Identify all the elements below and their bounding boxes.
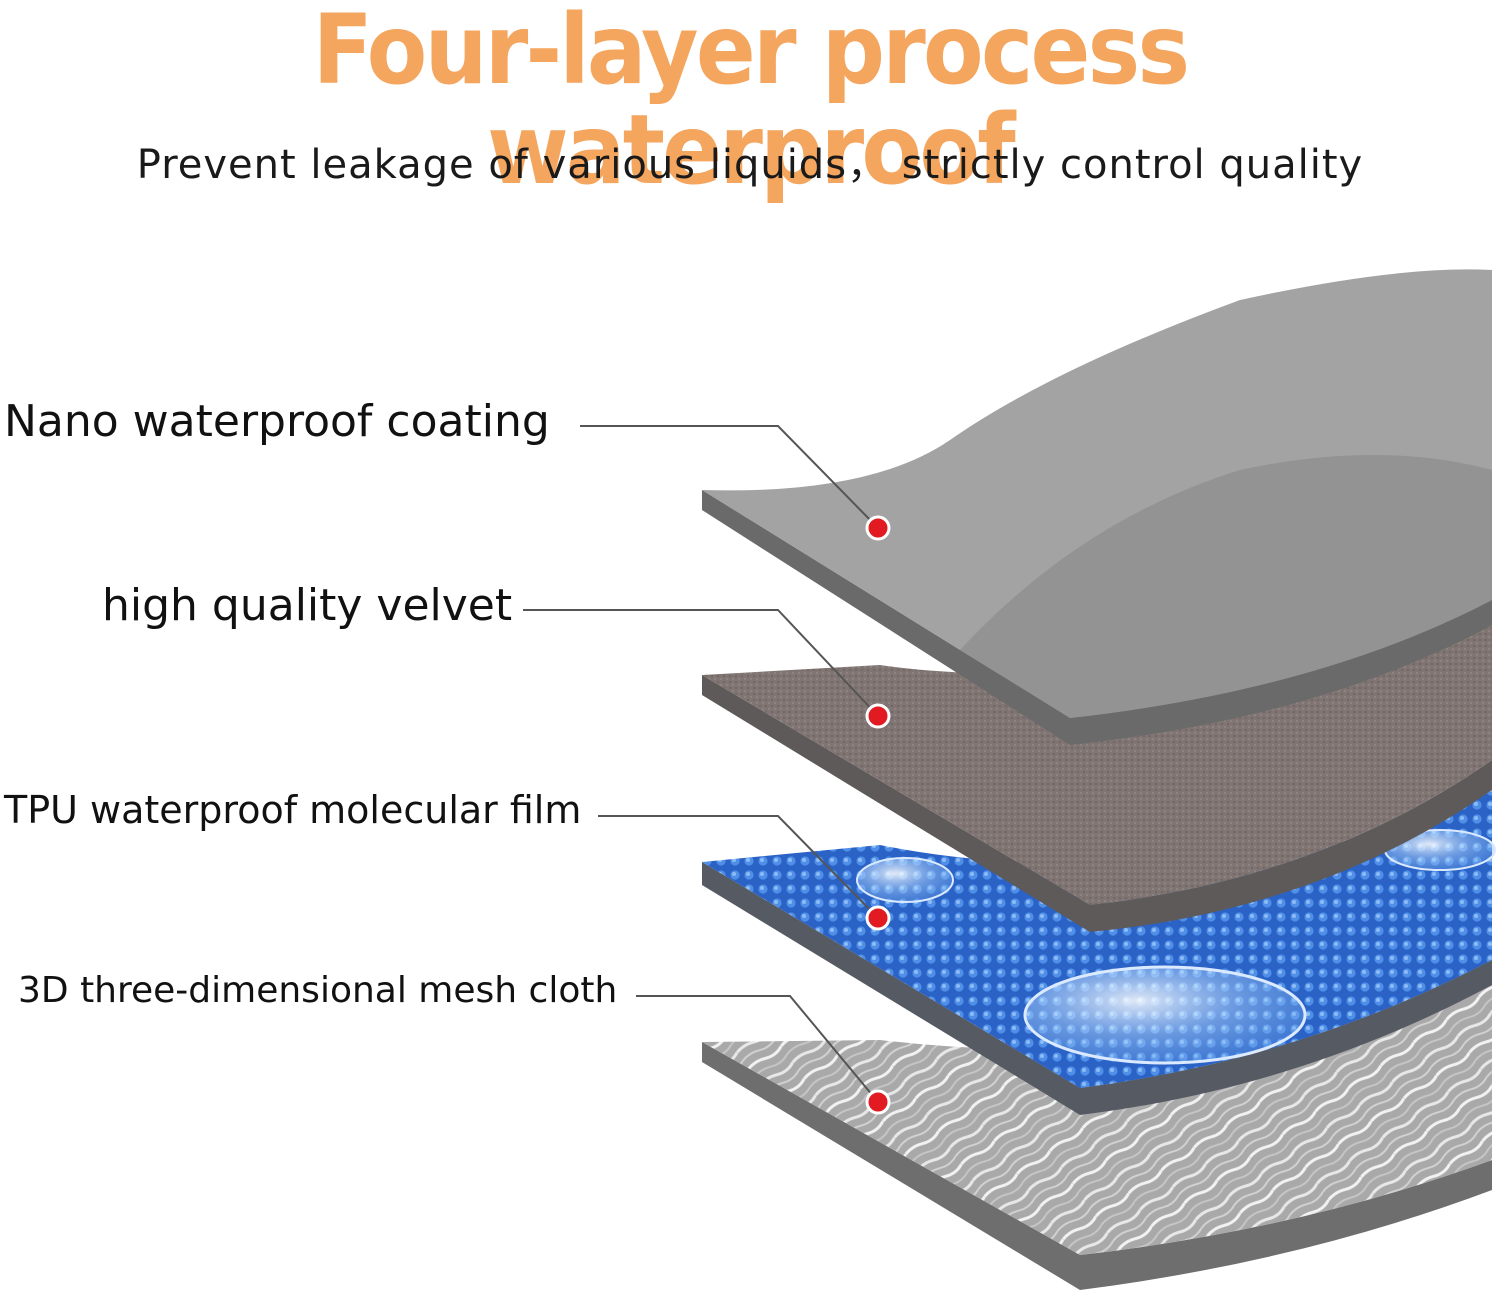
layer-tpu-film-edge [702,862,1492,1115]
marker-1 [865,515,891,541]
label-tpu-film: TPU waterproof molecular film [4,788,582,832]
leader-line-1 [580,425,879,529]
label-nano-waterproof-coating: Nano waterproof coating [4,396,550,447]
page-title: Four-layer process waterproof [312,0,1190,206]
layer-velvet-edge [702,675,1492,932]
water-droplet-small [856,857,954,903]
marker-3 [865,905,891,931]
inner-fold-shadow [960,455,1492,718]
layer-nano-coating [702,269,1492,745]
layer-nano-coating-edge [702,490,1492,745]
leader-line-3 [598,815,879,919]
layer-mesh-cloth-edge [702,1042,1492,1290]
leader-lines [523,425,879,1103]
markers [865,515,891,1115]
label-high-quality-velvet: high quality velvet [102,580,513,631]
label-3d-mesh-cloth: 3D three-dimensional mesh cloth [18,970,618,1011]
leader-line-4 [636,995,879,1103]
water-droplet-large [1023,965,1307,1065]
marker-2 [865,703,891,729]
marker-4 [865,1089,891,1115]
page-subtitle: Prevent leakage of various liquids， stri… [136,142,1364,188]
leader-line-2 [523,609,879,717]
